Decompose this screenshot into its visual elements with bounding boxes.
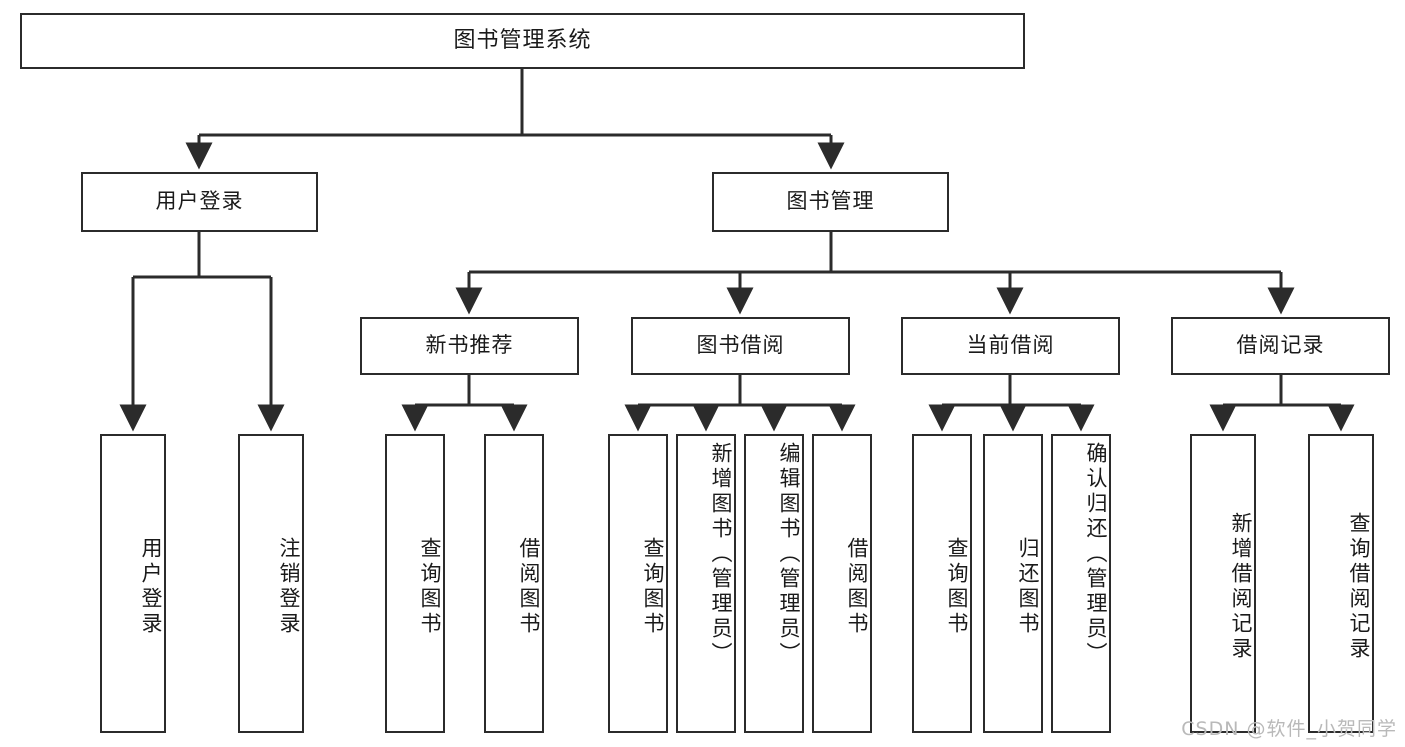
node-leaf-return-book[interactable]: 归还图书 [983, 434, 1043, 733]
node-leaf-query-book-3-label: 查询图书 [945, 536, 969, 637]
node-leaf-borrow-book-1-label: 借阅图书 [517, 536, 541, 637]
node-leaf-add-book[interactable]: 新增图书（管理员） [676, 434, 736, 733]
node-leaf-user-login[interactable]: 用户登录 [100, 434, 166, 733]
node-new-book-recommend[interactable]: 新书推荐 [360, 317, 579, 375]
node-borrow-record-label: 借阅记录 [1236, 333, 1325, 358]
node-leaf-user-login-label: 用户登录 [139, 536, 163, 637]
node-leaf-edit-book-label: 编辑图书（管理员） [777, 442, 801, 667]
node-book-borrow-label: 图书借阅 [696, 333, 785, 358]
node-leaf-borrow-book-1[interactable]: 借阅图书 [484, 434, 544, 733]
node-leaf-query-record-label: 查询借阅记录 [1347, 511, 1371, 662]
node-leaf-borrow-book-2-label: 借阅图书 [845, 536, 869, 637]
node-leaf-query-book-2-label: 查询图书 [641, 536, 665, 637]
node-leaf-add-record[interactable]: 新增借阅记录 [1190, 434, 1256, 733]
node-leaf-add-record-label: 新增借阅记录 [1229, 511, 1253, 662]
node-user-login-label: 用户登录 [155, 189, 244, 214]
node-leaf-logout-label: 注销登录 [277, 536, 301, 637]
node-leaf-logout[interactable]: 注销登录 [238, 434, 304, 733]
node-root-label: 图书管理系统 [453, 27, 592, 53]
watermark: CSDN @软件_小贺同学 [1181, 718, 1397, 740]
node-leaf-confirm-return[interactable]: 确认归还（管理员） [1051, 434, 1111, 733]
node-leaf-add-book-label: 新增图书（管理员） [709, 442, 733, 667]
node-book-borrow[interactable]: 图书借阅 [631, 317, 850, 375]
node-leaf-return-book-label: 归还图书 [1016, 536, 1040, 637]
node-leaf-confirm-return-label: 确认归还（管理员） [1084, 442, 1108, 667]
node-book-manage-label: 图书管理 [786, 189, 875, 214]
node-leaf-query-book-1[interactable]: 查询图书 [385, 434, 445, 733]
node-leaf-query-record[interactable]: 查询借阅记录 [1308, 434, 1374, 733]
node-book-manage[interactable]: 图书管理 [712, 172, 949, 232]
node-current-borrow[interactable]: 当前借阅 [901, 317, 1120, 375]
node-leaf-query-book-2[interactable]: 查询图书 [608, 434, 668, 733]
node-current-borrow-label: 当前借阅 [966, 333, 1055, 358]
node-root[interactable]: 图书管理系统 [20, 13, 1025, 69]
node-leaf-borrow-book-2[interactable]: 借阅图书 [812, 434, 872, 733]
node-new-book-recommend-label: 新书推荐 [425, 333, 514, 358]
node-leaf-edit-book[interactable]: 编辑图书（管理员） [744, 434, 804, 733]
node-leaf-query-book-1-label: 查询图书 [418, 536, 442, 637]
node-leaf-query-book-3[interactable]: 查询图书 [912, 434, 972, 733]
node-user-login[interactable]: 用户登录 [81, 172, 318, 232]
node-borrow-record[interactable]: 借阅记录 [1171, 317, 1390, 375]
